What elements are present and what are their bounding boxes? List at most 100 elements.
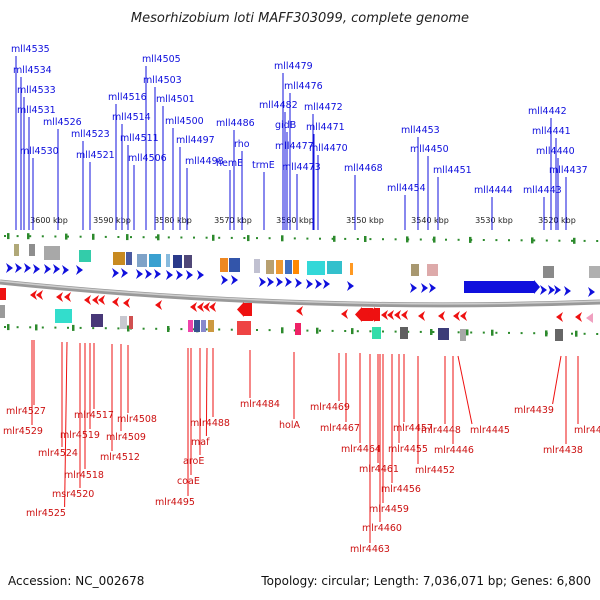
ruler-dot bbox=[495, 239, 498, 242]
forward-gene-arrow bbox=[540, 285, 547, 295]
ruler-dot bbox=[495, 331, 498, 334]
feature-box bbox=[372, 327, 381, 339]
ruler-dot bbox=[142, 236, 145, 239]
gene-label-mlr4508: mlr4508 bbox=[117, 414, 157, 425]
forward-gene-arrow bbox=[44, 264, 51, 274]
genome-title: Mesorhizobium loti MAFF303099, complete … bbox=[131, 11, 469, 26]
feature-box bbox=[266, 260, 274, 274]
reverse-gene-arrow bbox=[123, 298, 130, 308]
gene-label-mll4497: mll4497 bbox=[176, 135, 215, 146]
forward-gene-arrow bbox=[421, 283, 428, 293]
ruler-dot bbox=[571, 239, 573, 242]
gene-label-mlr4455: mlr4455 bbox=[388, 444, 428, 455]
gene-label-mll4451: mll4451 bbox=[433, 165, 472, 176]
reverse-gene-labels: mlr4527mlr4529mlr4524mlr4525mlr4517mlr45… bbox=[3, 399, 600, 555]
gene-label-mll4454: mll4454 bbox=[387, 183, 426, 194]
gene-label-mll4521: mll4521 bbox=[76, 150, 115, 161]
feature-box bbox=[201, 320, 206, 332]
forward-gene-arrow bbox=[53, 264, 60, 274]
ruler-dot bbox=[558, 239, 561, 242]
gene-label-mlr4484: mlr4484 bbox=[240, 399, 280, 410]
reverse-gene-arrow bbox=[64, 292, 71, 302]
reverse-gene-arrow bbox=[0, 288, 6, 300]
reverse-gene-arrow bbox=[387, 310, 394, 320]
feature-box bbox=[555, 329, 563, 341]
gene-label-coae: coaE bbox=[177, 476, 200, 487]
forward-gene-arrow bbox=[15, 263, 22, 273]
ruler-major-tick bbox=[72, 324, 75, 331]
ruler-dot bbox=[470, 331, 473, 334]
gene-label-rho: rho bbox=[234, 139, 250, 150]
gene-label-mll4437: mll4437 bbox=[549, 165, 588, 176]
forward-gene-arrow bbox=[197, 270, 204, 280]
ruler-dot bbox=[596, 240, 599, 242]
ruler-dot bbox=[180, 236, 183, 239]
ruler-major-tick bbox=[406, 236, 409, 243]
forward-gene-arrow bbox=[112, 268, 119, 278]
ruler-dot bbox=[205, 328, 208, 331]
reverse-gene-arrow bbox=[556, 312, 563, 322]
feature-box bbox=[295, 323, 301, 335]
reverse-gene-arrow bbox=[84, 295, 91, 305]
forward-gene-arrow bbox=[276, 277, 283, 287]
ruler-dot bbox=[457, 331, 460, 334]
ruler-dot bbox=[256, 329, 258, 331]
ruler-tick-label: 3540 kbp bbox=[411, 216, 449, 225]
ruler-tick-label: 3550 kbp bbox=[346, 216, 384, 225]
gene-label-mll4506: mll4506 bbox=[128, 153, 167, 164]
ruler-tick-label: 3530 kbp bbox=[475, 216, 513, 225]
feature-box bbox=[44, 246, 60, 260]
gene-label-mll4505: mll4505 bbox=[142, 54, 181, 65]
ruler-dot bbox=[41, 326, 44, 329]
ruler-major-tick bbox=[433, 236, 436, 243]
feature-box bbox=[411, 264, 419, 276]
feature-box bbox=[254, 259, 260, 273]
ruler-dot bbox=[306, 329, 309, 332]
gene-label-mlr4529: mlr4529 bbox=[3, 426, 43, 437]
ruler-major-tick bbox=[281, 327, 284, 334]
forward-gene-arrow bbox=[154, 269, 161, 279]
ruler-major-tick bbox=[469, 236, 472, 243]
ruler-dot bbox=[79, 326, 82, 329]
gene-label-mll4501: mll4501 bbox=[156, 94, 195, 105]
ruler-dot bbox=[369, 330, 372, 333]
genome-backbone-highlight bbox=[0, 280, 600, 305]
forward-gene-arrow bbox=[24, 263, 31, 273]
reverse-gene-arrow bbox=[368, 307, 380, 322]
gene-label-mlr4456: mlr4456 bbox=[381, 484, 421, 495]
ruler-dot bbox=[508, 239, 510, 242]
reverse-gene-arrow bbox=[155, 300, 162, 310]
gene-label-mll4523: mll4523 bbox=[71, 129, 110, 140]
forward-gene-arrow bbox=[548, 285, 555, 295]
reverse-gene-arrow bbox=[418, 311, 425, 321]
ruler-dot bbox=[268, 237, 271, 240]
feature-box bbox=[29, 244, 35, 256]
ruler-major-tick bbox=[531, 237, 534, 244]
ruler-major-tick bbox=[364, 236, 367, 242]
gene-label-trme: trmE bbox=[252, 160, 275, 171]
ruler-dot bbox=[356, 330, 359, 333]
gene-label-mlr4436: mlr4436 bbox=[574, 425, 600, 436]
ruler-dot bbox=[230, 328, 233, 331]
feature-box bbox=[438, 328, 449, 340]
forward-gene-arrow bbox=[315, 279, 322, 289]
ruler-dot bbox=[571, 332, 573, 335]
ruler-dot bbox=[54, 235, 57, 238]
ruler-major-tick bbox=[35, 324, 38, 331]
gene-label-mll4514: mll4514 bbox=[112, 112, 151, 123]
ruler-dot bbox=[67, 235, 69, 238]
ruler-dot bbox=[369, 238, 372, 241]
reverse-gene-arrow bbox=[203, 302, 210, 312]
forward-gene-arrow bbox=[323, 279, 330, 289]
gene-label-mlr4463: mlr4463 bbox=[350, 544, 390, 555]
ruler-dot bbox=[419, 238, 422, 241]
gene-label-mll4443: mll4443 bbox=[523, 185, 562, 196]
gene-label-mll4516: mll4516 bbox=[108, 92, 147, 103]
ruler-dot bbox=[520, 239, 523, 242]
gene-label-mll4473: mll4473 bbox=[282, 162, 321, 173]
feature-box bbox=[79, 250, 91, 262]
ruler-tick-label: 3570 kbp bbox=[214, 216, 252, 225]
reverse-feature-boxes bbox=[0, 305, 563, 341]
reverse-gene-arrow bbox=[237, 302, 252, 317]
